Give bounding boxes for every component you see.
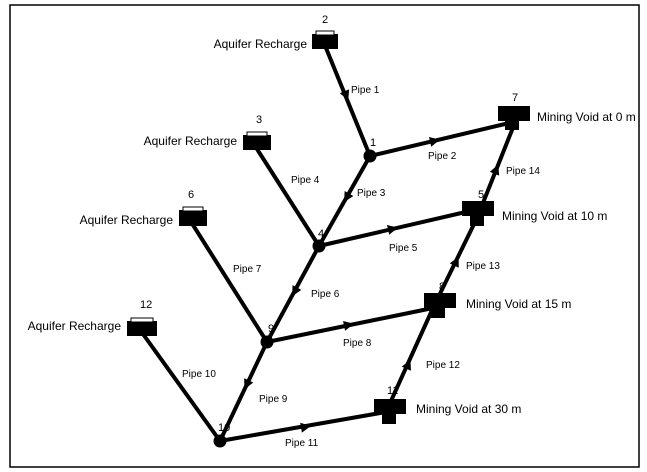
- node-id-10: 10: [218, 422, 230, 434]
- reservoir-layer: [127, 30, 338, 336]
- tank-icon: [498, 106, 530, 121]
- node-id-4: 4: [318, 228, 324, 240]
- pipe-5-arrow-icon: [386, 225, 398, 235]
- mining-void-node-7: [498, 106, 530, 130]
- pipe-9-arrow-icon: [244, 378, 254, 390]
- pipe-2-arrow-icon: [428, 137, 440, 147]
- node-id-6: 6: [188, 189, 194, 201]
- tank-base-icon: [431, 307, 445, 318]
- recharge-label-node-12: Aquifer Recharge: [28, 319, 122, 333]
- pipe-label-6: Pipe 6: [311, 289, 340, 300]
- void-label-10m: Mining Void at 10 m: [502, 209, 607, 223]
- reservoir-top-icon: [130, 317, 154, 323]
- pipe-label-11: Pipe 11: [285, 438, 319, 449]
- void-label-15m: Mining Void at 15 m: [466, 297, 571, 311]
- pipe-12-arrow-icon: [401, 359, 411, 371]
- pipe-6-arrow-icon: [292, 285, 302, 297]
- reservoir-icon: [312, 34, 338, 49]
- reservoir-node-6: [179, 206, 207, 226]
- reservoir-node-12: [127, 317, 157, 336]
- pipe-label-9: Pipe 9: [259, 394, 288, 405]
- junction-layer: [213, 149, 377, 448]
- void-label-0m: Mining Void at 0 m: [537, 110, 636, 124]
- pipe-9-line: [218, 340, 269, 443]
- flow-arrow-layer: [244, 89, 500, 433]
- pipe-13-arrow-icon: [449, 256, 459, 268]
- node-id-2: 2: [322, 14, 328, 26]
- node-id-5: 5: [478, 189, 484, 201]
- node-id-9: 9: [268, 323, 274, 335]
- recharge-label-node-3: Aquifer Recharge: [144, 134, 238, 148]
- pipe-1-line: [324, 46, 372, 158]
- node-id-7: 7: [512, 92, 518, 104]
- reservoir-icon: [243, 135, 271, 150]
- pipe-label-13: Pipe 13: [466, 261, 500, 272]
- tank-base-icon: [505, 120, 519, 130]
- mining-void-node-11: [374, 399, 406, 424]
- pipe-label-2: Pipe 2: [428, 151, 457, 162]
- pipe-11-arrow-icon: [300, 422, 311, 433]
- node-id-11: 11: [387, 385, 398, 397]
- node-id-8: 8: [439, 281, 445, 293]
- pipe-label-1: Pipe 1: [351, 85, 380, 96]
- site-label-layer: Aquifer Recharge Aquifer Recharge Aquife…: [28, 37, 636, 416]
- node-id-layer: 2 7 3 1 6 5 4 8 12 9 11 10: [140, 14, 518, 434]
- junction-node-1: [363, 149, 377, 163]
- pipe-label-10: Pipe 10: [182, 369, 216, 380]
- pipe-4-line: [255, 147, 321, 248]
- mining-void-layer: [374, 106, 530, 424]
- reservoir-top-icon: [246, 131, 268, 137]
- recharge-label-node-2: Aquifer Recharge: [214, 37, 308, 51]
- reservoir-top-icon: [315, 30, 335, 36]
- pipe-7-line: [191, 223, 269, 344]
- reservoir-icon: [127, 321, 157, 336]
- pipe-14-arrow-icon: [489, 164, 500, 176]
- tank-icon: [424, 293, 456, 308]
- pipe-label-14: Pipe 14: [506, 166, 540, 177]
- tank-base-icon: [382, 413, 396, 424]
- pipe-1-arrow-icon: [339, 89, 350, 101]
- pipe-10-line: [141, 332, 222, 443]
- recharge-label-node-6: Aquifer Recharge: [80, 213, 174, 227]
- junction-node-9: [260, 335, 274, 349]
- tank-icon: [374, 399, 406, 414]
- pipe-label-5: Pipe 5: [389, 243, 418, 254]
- junction-node-10: [213, 434, 227, 448]
- reservoir-top-icon: [182, 206, 204, 212]
- pipe-label-7: Pipe 7: [233, 264, 262, 275]
- node-id-12: 12: [140, 299, 152, 311]
- junction-node-4: [312, 239, 326, 253]
- node-id-3: 3: [256, 114, 262, 126]
- pipe-8-arrow-icon: [343, 320, 354, 331]
- tank-base-icon: [470, 215, 484, 226]
- tank-icon: [462, 201, 494, 216]
- pipe-label-layer: Pipe 1 Pipe 2 Pipe 3 Pipe 4 Pipe 5 Pipe …: [182, 85, 540, 449]
- pipe-label-12: Pipe 12: [426, 360, 460, 371]
- mining-void-node-5: [462, 201, 494, 226]
- pipe-3-arrow-icon: [344, 191, 354, 203]
- void-label-30m: Mining Void at 30 m: [416, 402, 521, 416]
- mining-void-node-8: [424, 293, 456, 318]
- reservoir-node-2: [312, 30, 338, 49]
- reservoir-node-3: [243, 131, 271, 150]
- reservoir-icon: [179, 210, 207, 226]
- node-id-1: 1: [370, 137, 376, 149]
- pipe-12-line: [384, 306, 435, 414]
- pipe-label-4: Pipe 4: [291, 175, 320, 186]
- pipe-label-3: Pipe 3: [357, 188, 386, 199]
- pipe-label-8: Pipe 8: [343, 338, 372, 349]
